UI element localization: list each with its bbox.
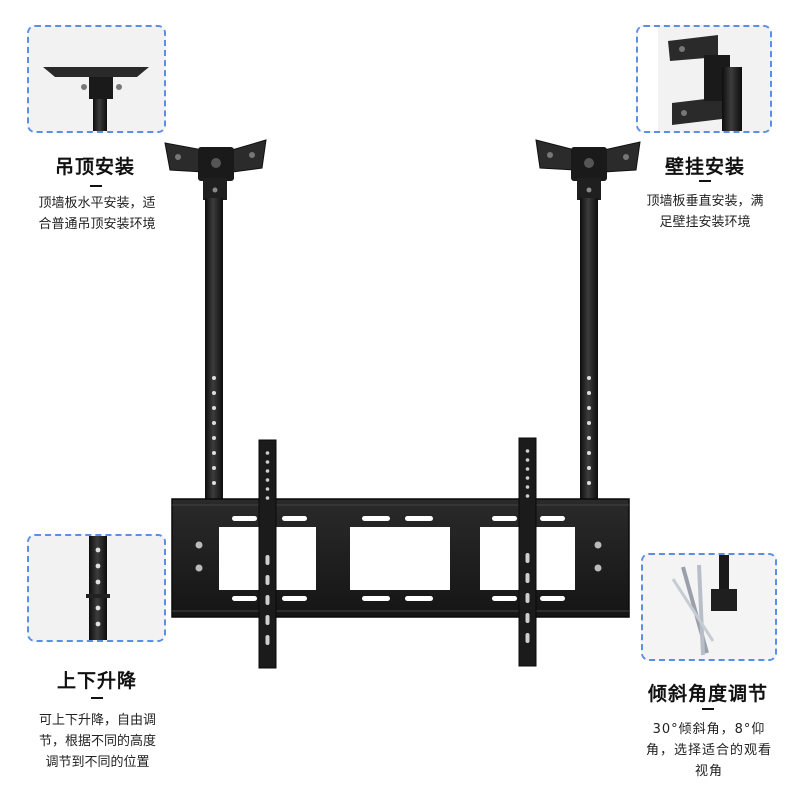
- tilt-adjust-photo: [643, 555, 775, 659]
- left-ceiling-bracket: [164, 139, 267, 200]
- ceiling-install-desc-line2: 合普通吊顶安装环境: [38, 217, 156, 232]
- wall-install-desc: 顶墙板垂直安装，满 足壁挂安装环境: [630, 191, 780, 233]
- wall-install-desc-line2: 足壁挂安装环境: [659, 215, 751, 230]
- tilt-adjust-desc: 30°倾斜角，8°仰 角，选择适合的观看 视角: [634, 719, 784, 782]
- wall-install-title: 壁挂安装: [664, 156, 745, 178]
- ceiling-install-desc-line1: 顶墙板水平安装，适: [38, 196, 156, 211]
- ceiling-install-photo: [29, 27, 164, 131]
- lift-adjust-desc-line1: 可上下升降，自由调: [38, 713, 156, 728]
- ceiling-install-title: 吊顶安装: [54, 156, 135, 178]
- left-vertical-arm: [258, 439, 277, 669]
- ceiling-install-desc: 顶墙板水平安装，适 合普通吊顶安装环境: [22, 193, 172, 235]
- lift-adjust-divider: [91, 697, 103, 699]
- ceiling-install-inset: [27, 25, 166, 133]
- wall-install-inset: [636, 25, 772, 133]
- tilt-adjust-desc-line1: 30°倾斜角，8°仰: [652, 722, 766, 737]
- ceiling-install-divider: [90, 185, 102, 187]
- lift-adjust-photo: [29, 536, 164, 640]
- tilt-adjust-title: 倾斜角度调节: [647, 683, 768, 705]
- tilt-adjust-desc-line2: 角，选择适合的观看: [645, 743, 772, 758]
- lift-adjust-inset: [27, 534, 166, 642]
- tilt-adjust-divider: [702, 708, 714, 710]
- mount-plate: [171, 498, 630, 618]
- right-ceiling-bracket: [535, 139, 641, 200]
- lift-adjust-title: 上下升降: [56, 670, 137, 692]
- tilt-adjust-inset: [641, 553, 777, 661]
- right-vertical-arm: [518, 437, 537, 667]
- left-pole: [205, 198, 223, 503]
- wall-install-divider: [699, 180, 711, 182]
- lift-adjust-desc-line2: 节，根据不同的高度: [38, 734, 156, 749]
- wall-install-photo: [638, 27, 770, 131]
- wall-install-desc-line1: 顶墙板垂直安装，满: [646, 194, 764, 209]
- tilt-adjust-desc-line3: 视角: [694, 764, 723, 779]
- right-pole: [580, 198, 598, 503]
- lift-adjust-desc: 可上下升降，自由调 节，根据不同的高度 调节到不同的位置: [20, 710, 175, 773]
- lift-adjust-desc-line3: 调节到不同的位置: [45, 755, 150, 770]
